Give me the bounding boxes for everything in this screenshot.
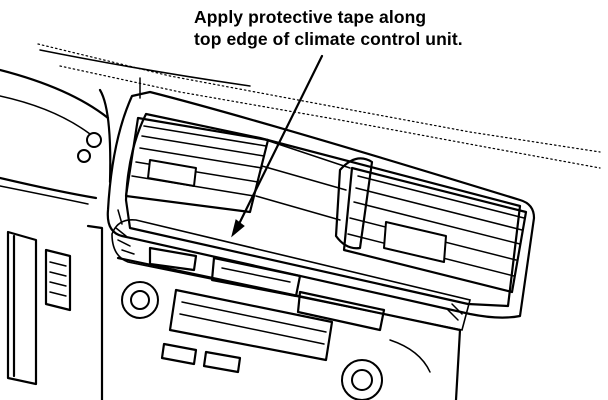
protective-tape	[111, 209, 471, 331]
arrowhead-icon	[231, 219, 245, 238]
steering-column-area	[0, 68, 112, 205]
callout-line-1: Apply protective tape along	[194, 7, 427, 27]
mount-bolt-icon	[77, 149, 91, 163]
vent-tab-left	[147, 159, 197, 187]
mount-bolt-icon	[86, 132, 102, 148]
climate-control-unit	[116, 246, 462, 400]
left-switch-panel	[6, 224, 104, 400]
vent-divider	[255, 139, 351, 221]
right-air-vent	[334, 157, 528, 294]
dash-top-edge	[37, 43, 601, 169]
left-air-vent	[124, 116, 270, 214]
vent-tab-right	[383, 221, 447, 263]
callout-leader	[231, 54, 324, 238]
callout-line-2: top edge of climate control unit.	[194, 29, 463, 49]
callout-label: Apply protective tape along top edge of …	[194, 6, 574, 50]
